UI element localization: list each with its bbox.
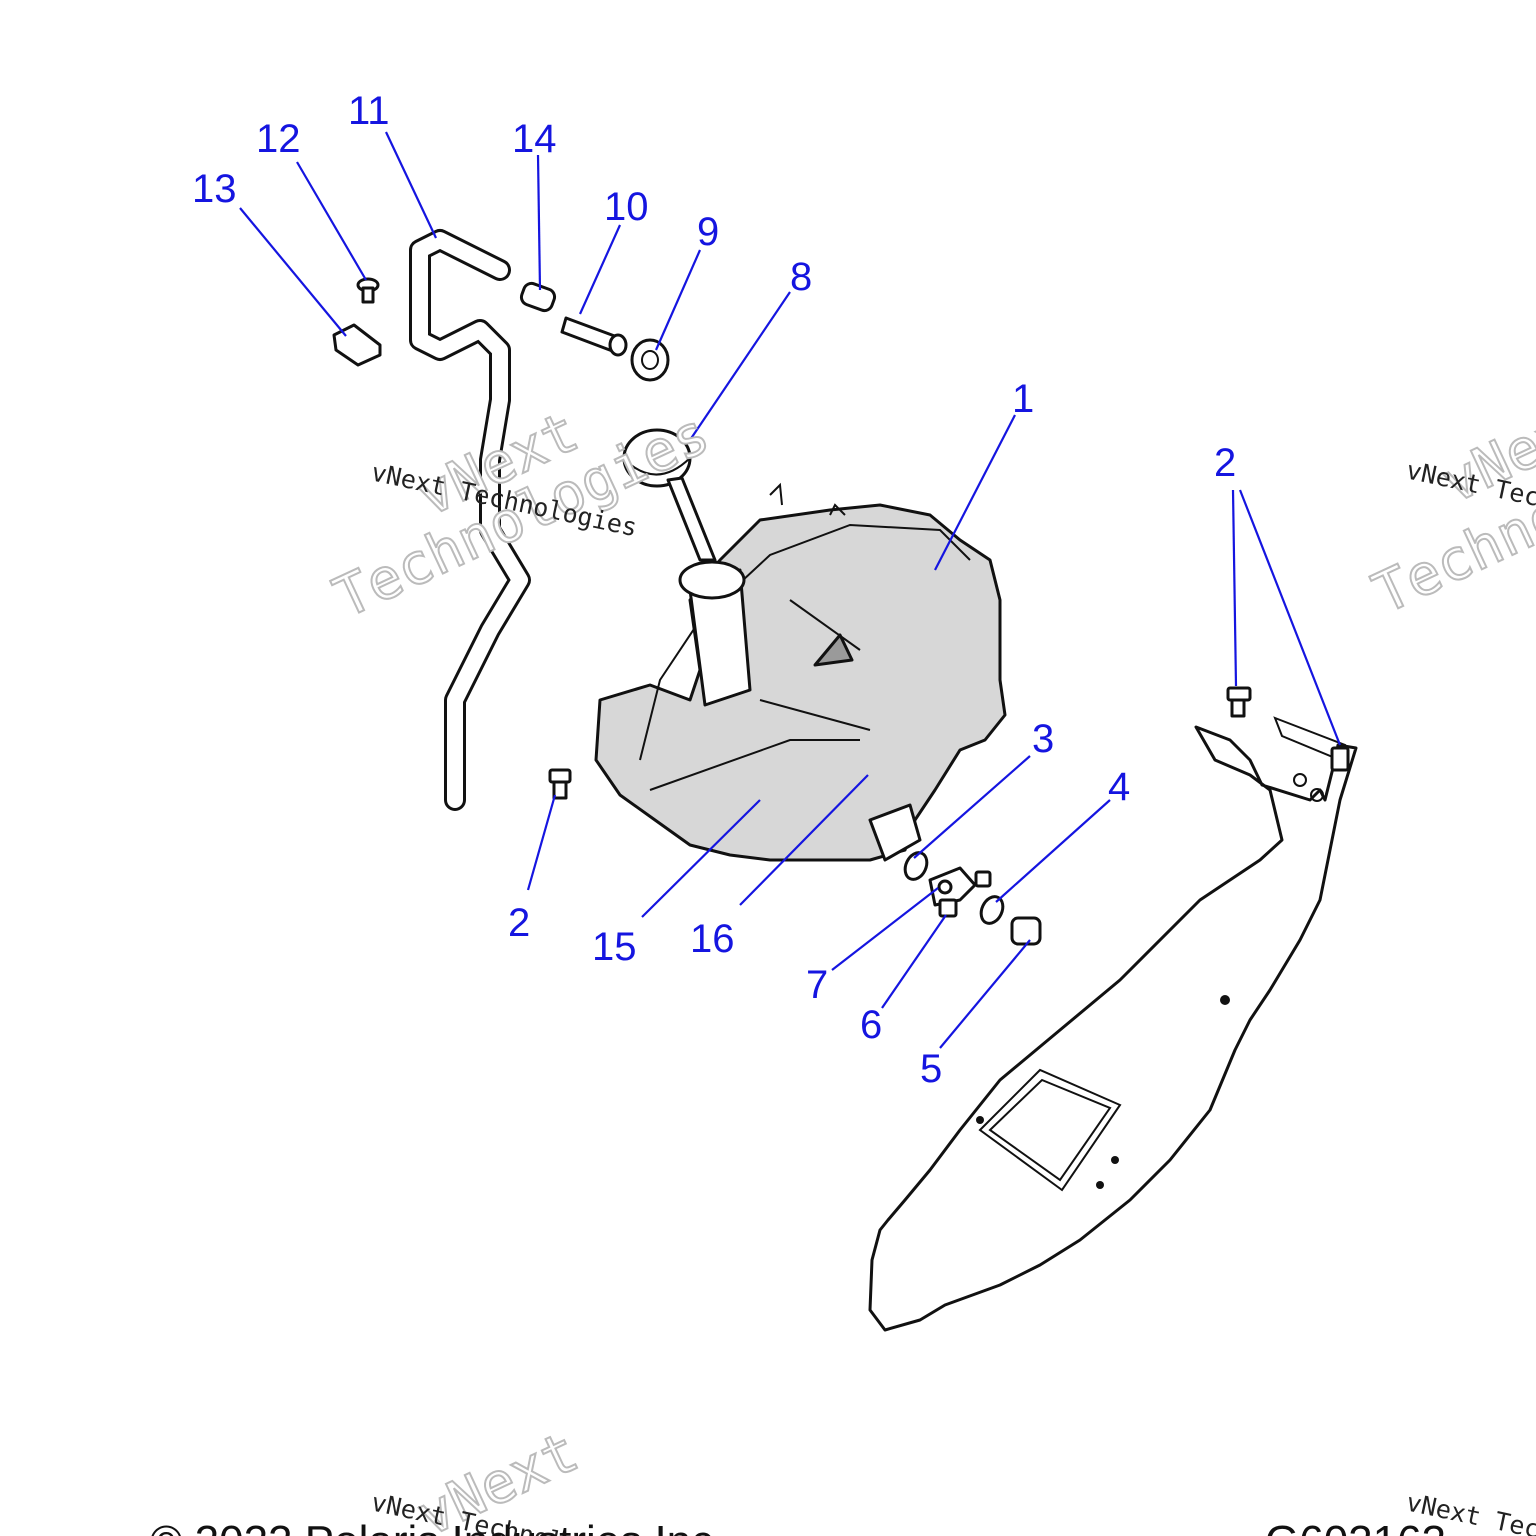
bolt-right-upper [1226, 686, 1252, 718]
filler-cap [622, 428, 717, 562]
callout-13: 13 [192, 167, 237, 211]
skid-plate [868, 716, 1358, 1332]
callouts: 1 2 2 3 4 5 6 7 8 9 10 11 12 13 14 15 16 [192, 89, 1236, 1091]
copyright-text: © 2022 Polaris Industries Inc. [150, 1517, 725, 1536]
mounting-plate-7 [928, 866, 977, 907]
figure-code: G602163 [1265, 1517, 1446, 1536]
callout-2-left: 2 [508, 901, 530, 945]
callout-1: 1 [1012, 377, 1034, 421]
callout-14: 14 [512, 117, 557, 161]
leader-lines [239, 131, 1342, 1049]
push-rivet-12 [356, 277, 380, 304]
callout-6: 6 [860, 1003, 882, 1047]
callout-15: 15 [592, 925, 637, 969]
coolant-tank [594, 482, 1007, 862]
vent-hose [409, 229, 531, 811]
callout-2-right: 2 [1214, 441, 1236, 485]
callout-7: 7 [806, 963, 828, 1007]
callout-10: 10 [604, 185, 649, 229]
drain-plug-5 [1010, 916, 1042, 946]
callout-11: 11 [348, 89, 390, 133]
o-ring-4 [979, 895, 1005, 925]
screw-6 [938, 870, 992, 918]
bolt-left [548, 768, 572, 800]
grommet-9 [630, 338, 670, 382]
callout-5: 5 [920, 1047, 942, 1091]
footer: © 2022 Polaris Industries Inc. G602163 [150, 1517, 1446, 1536]
callout-4: 4 [1108, 765, 1130, 809]
o-ring-3 [903, 851, 929, 881]
callout-9: 9 [697, 210, 719, 254]
callout-16: 16 [690, 917, 735, 961]
callout-3: 3 [1032, 717, 1054, 761]
bolt-right-lower [1330, 746, 1350, 772]
fitting-10 [560, 316, 628, 357]
callout-12: 12 [256, 117, 301, 161]
callout-8: 8 [790, 255, 812, 299]
hose-clamp-14 [519, 281, 557, 313]
